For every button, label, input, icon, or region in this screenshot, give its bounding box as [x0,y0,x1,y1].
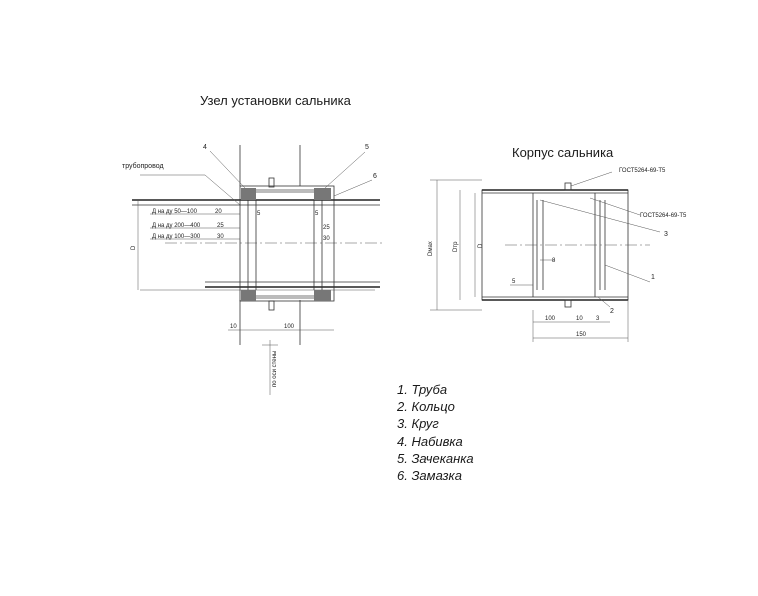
dim-row-1-value: 20 [215,209,222,215]
callout-1: 1 [651,274,655,281]
gost-top-leader [570,171,613,187]
ring-top [256,189,314,193]
dim-5-label: 5 [257,211,261,217]
packing-bottom-right [314,290,331,301]
callout-3: 3 [664,231,668,238]
callout-6-leader [333,179,373,197]
packing-top-left [241,188,256,200]
callout-4-leader [209,150,246,189]
title-left: Узел установки сальника [200,93,351,108]
weld-tab-top [564,182,572,191]
weld-tab-bottom [564,299,572,308]
legend-item: 3. Круг [397,416,439,432]
title-right: Корпус сальника [512,145,614,160]
dim-150-label: 150 [576,332,587,338]
callout-4: 4 [203,144,207,151]
pipeline-leader [204,174,241,206]
dim-Dtr-label: Dтр [453,241,459,252]
dim-row-2-value: 25 [217,223,224,229]
callout-1-leader [604,264,651,283]
packing-top-right [314,188,331,200]
legend-list: 1. Труба 2. Кольцо 3. Круг 4. Набивка 5.… [397,381,474,484]
ring-bottom [256,295,314,299]
dim-row-3-value: 30 [217,234,224,240]
callout-5-leader [324,151,366,189]
callout-6: 6 [373,173,377,180]
dim-30-label: 30 [323,236,330,242]
callout-2-leader [597,296,611,308]
callout-2: 2 [610,308,614,315]
dim-row-2-label: Д на ду 200—400 [152,223,201,229]
dim-25-label: 25 [323,225,330,231]
gost-mid-label: ГОСТ5264-69-Т5 [640,213,687,219]
callout-5: 5 [365,144,369,151]
callout-3-leader [539,199,661,233]
legend-item: 5. Зачеканка [397,450,474,466]
gost-top-label: ГОСТ5264-69-Т5 [619,168,666,174]
dim-8-label: 8 [552,258,556,264]
legend-item: 2. Кольцо [397,399,455,415]
dim-10-label: 10 [576,316,583,322]
wall-axis-note: по оси стены [272,351,278,387]
legend-item: 6. Замазка [397,468,462,484]
right-drawing: ГОСТ5264-69-Т5 ГОСТ5264-69-Т5 3 1 2 Dмах… [428,168,687,342]
dim-bottom-mid: 100 [284,324,295,330]
legend-item: 4. Набивка [397,433,463,449]
pipeline-label: трубопровод [122,162,164,170]
bolt-top [268,177,275,188]
wall-section [239,185,335,302]
dim-row-1-label: Д на ду 50—100 [152,209,198,215]
dim-3-label: 3 [596,316,600,322]
legend-item: 1. Труба [397,382,448,397]
dim-bottom-left: 10 [230,324,237,330]
dim-Dmax-label: Dмах [428,241,434,256]
dim-D-label-r: D [478,243,484,248]
dim-5-right-label: 5 [315,211,319,217]
dim-row-3-label: Д на ду 100—300 [152,234,201,240]
dim-100-label: 100 [545,316,556,322]
dim-D-label: D [131,245,137,250]
bolt-bottom [268,300,275,311]
left-drawing: трубопровод 4 5 6 Д на ду 50—100 20 Д на… [122,144,385,395]
packing-bottom-left [241,290,256,301]
gost-mid-leader [589,197,641,216]
dim-5-label-r: 5 [512,279,516,285]
